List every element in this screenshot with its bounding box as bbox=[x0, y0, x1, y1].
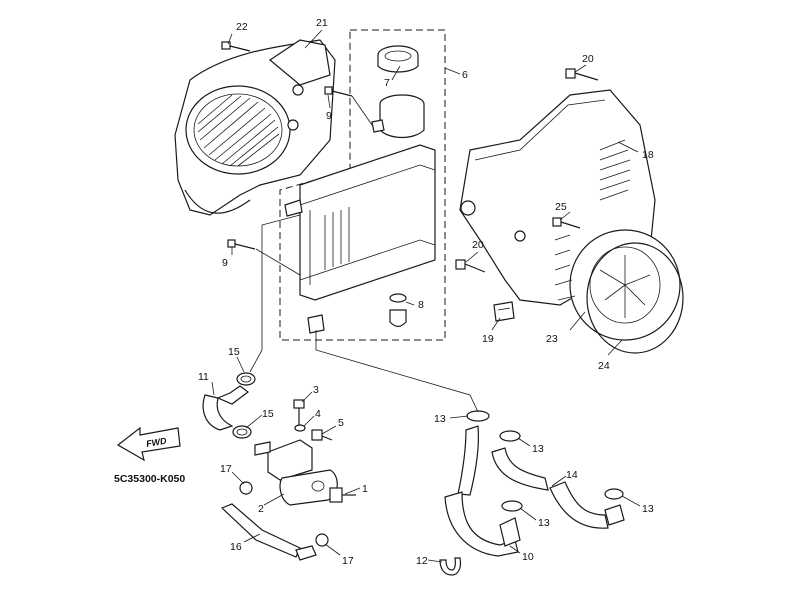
callout-labels: 22 21 7 6 9 9 8 20 18 25 20 19 23 24 15 … bbox=[198, 17, 654, 567]
callout-13-d: 13 bbox=[642, 503, 654, 515]
callout-24: 24 bbox=[598, 360, 610, 372]
fan-shroud-cover bbox=[174, 39, 336, 216]
callout-13-b: 13 bbox=[532, 443, 544, 455]
diagram-part-code: 5C35300-K050 bbox=[114, 473, 185, 485]
callout-17-upper: 17 bbox=[220, 463, 232, 475]
callout-20-lower: 20 bbox=[472, 239, 484, 251]
hose-10 bbox=[444, 425, 521, 557]
washer-4 bbox=[294, 424, 306, 432]
callout-13-a: 13 bbox=[434, 413, 446, 425]
callout-19: 19 bbox=[482, 333, 494, 345]
bolt-22 bbox=[221, 41, 251, 52]
cooling-fan bbox=[554, 229, 681, 341]
callout-1: 1 bbox=[362, 483, 368, 495]
callout-10: 10 bbox=[522, 551, 534, 563]
callout-3: 3 bbox=[313, 384, 319, 396]
hose-14 bbox=[491, 447, 625, 529]
bolt-9-lower bbox=[227, 239, 256, 250]
bolt-9-upper bbox=[324, 86, 353, 97]
radiator-core bbox=[284, 144, 436, 334]
callout-17-lower: 17 bbox=[342, 555, 354, 567]
cap-17-upper bbox=[239, 481, 253, 495]
callout-5: 5 bbox=[338, 417, 344, 429]
cap-17-lower bbox=[315, 533, 329, 547]
callout-15-upper: 15 bbox=[228, 346, 240, 358]
callout-20-upper: 20 bbox=[582, 53, 594, 65]
hose-clamp-15-lower bbox=[232, 425, 252, 439]
fwd-label: FWD bbox=[145, 436, 167, 449]
bolt-25 bbox=[552, 217, 581, 229]
hose-clamp-13-a bbox=[466, 410, 490, 422]
callout-12: 12 bbox=[416, 555, 428, 567]
callout-22: 22 bbox=[236, 21, 248, 33]
callout-11: 11 bbox=[198, 371, 209, 383]
callout-4: 4 bbox=[315, 408, 321, 420]
filler-neck bbox=[371, 94, 425, 139]
bolt-20-lower bbox=[455, 259, 486, 273]
callout-8: 8 bbox=[418, 299, 424, 311]
water-pump-housing bbox=[254, 439, 338, 506]
callout-14: 14 bbox=[566, 469, 578, 481]
clip-12 bbox=[439, 557, 462, 576]
callout-16: 16 bbox=[230, 541, 242, 553]
bolt-5 bbox=[311, 429, 333, 441]
callout-21: 21 bbox=[316, 17, 328, 29]
callout-2: 2 bbox=[258, 503, 264, 515]
drain-bolt bbox=[389, 293, 407, 328]
hose-11 bbox=[202, 385, 249, 431]
hose-clamp-15-upper bbox=[236, 372, 256, 386]
radiator-cap bbox=[377, 45, 419, 73]
callout-7: 7 bbox=[384, 77, 390, 89]
bolt-20-upper bbox=[565, 68, 599, 81]
grommet-19 bbox=[493, 301, 515, 322]
callout-18: 18 bbox=[642, 149, 654, 161]
hose-16 bbox=[220, 503, 317, 561]
callout-9-upper: 9 bbox=[326, 110, 332, 122]
callout-25: 25 bbox=[555, 201, 567, 213]
callout-6: 6 bbox=[462, 69, 468, 81]
callout-23: 23 bbox=[546, 333, 558, 345]
hose-clamp-13-d bbox=[604, 488, 624, 500]
callout-9-lower: 9 bbox=[222, 257, 228, 269]
callout-15-lower: 15 bbox=[262, 408, 274, 420]
bolt-3 bbox=[293, 399, 305, 425]
union-bolt-1 bbox=[329, 487, 356, 503]
hose-clamp-13-c bbox=[501, 500, 523, 512]
leader-lines bbox=[211, 29, 641, 563]
fan-gasket bbox=[586, 242, 684, 354]
hose-clamp-13-b bbox=[499, 430, 521, 442]
fwd-direction-arrow: FWD bbox=[116, 426, 181, 462]
callout-13-c: 13 bbox=[538, 517, 550, 529]
